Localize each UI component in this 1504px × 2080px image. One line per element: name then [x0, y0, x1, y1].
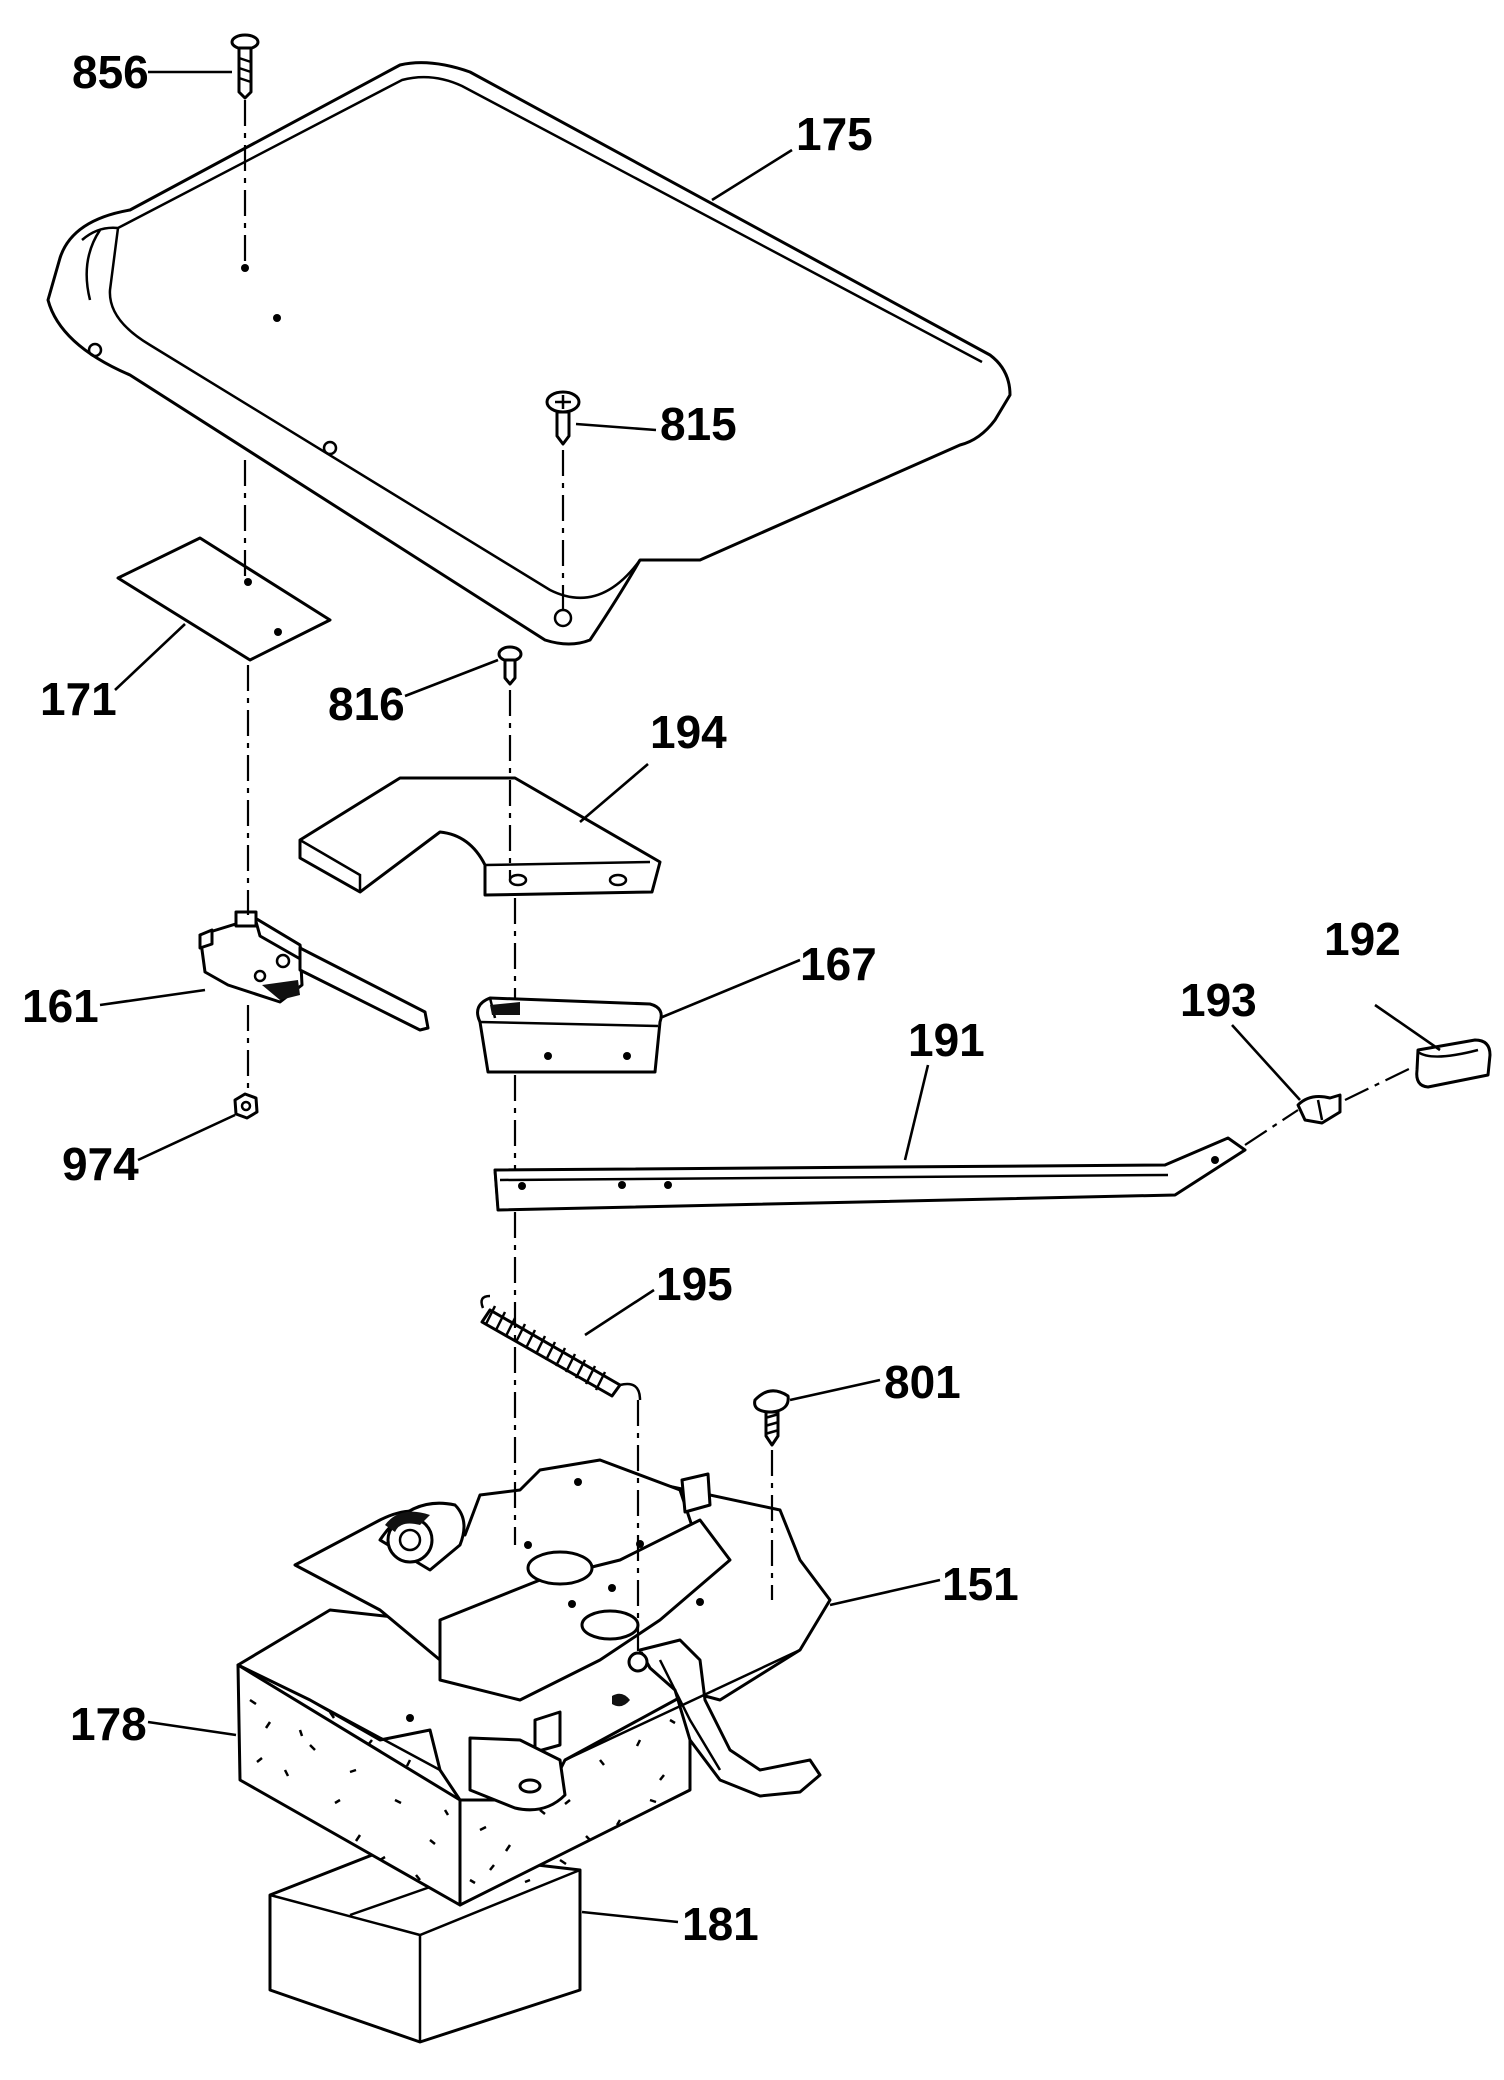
switch-161: [198, 910, 430, 1032]
screw-815: [545, 390, 581, 446]
latch-assembly-151: [236, 1458, 832, 1812]
bracket-194: [298, 776, 662, 897]
label-816: 816: [328, 678, 405, 730]
nut-974: [233, 1092, 259, 1120]
screw-801: [753, 1389, 790, 1447]
label-192: 192: [1324, 913, 1401, 965]
label-191: 191: [908, 1014, 985, 1066]
label-195: 195: [656, 1258, 733, 1310]
label-181: 181: [682, 1898, 759, 1950]
label-175: 175: [796, 108, 873, 160]
label-815: 815: [660, 398, 737, 450]
cap-192: [1415, 1038, 1492, 1089]
rod-191: [493, 1136, 1247, 1212]
screw-856: [230, 33, 260, 100]
part-labels: 856 175 815 171 816 194 161 167 192 193 …: [22, 46, 1401, 1950]
plate-171: [116, 536, 332, 662]
cover-panel-175: [46, 61, 1012, 646]
assembly-centerlines: [243, 100, 1416, 1655]
label-171: 171: [40, 673, 117, 725]
label-167: 167: [800, 938, 877, 990]
label-801: 801: [884, 1356, 961, 1408]
label-151: 151: [942, 1558, 1019, 1610]
block-167: [476, 996, 663, 1074]
label-178: 178: [70, 1698, 147, 1750]
screw-816: [497, 645, 523, 686]
clip-193: [1296, 1093, 1342, 1125]
label-193: 193: [1180, 974, 1257, 1026]
label-974: 974: [62, 1138, 139, 1190]
spring-195: [480, 1294, 642, 1401]
leader-lines: [99, 70, 1441, 1924]
insulation-178: [236, 1663, 692, 1907]
label-194: 194: [650, 706, 727, 758]
label-856: 856: [72, 46, 149, 98]
label-161: 161: [22, 980, 99, 1032]
